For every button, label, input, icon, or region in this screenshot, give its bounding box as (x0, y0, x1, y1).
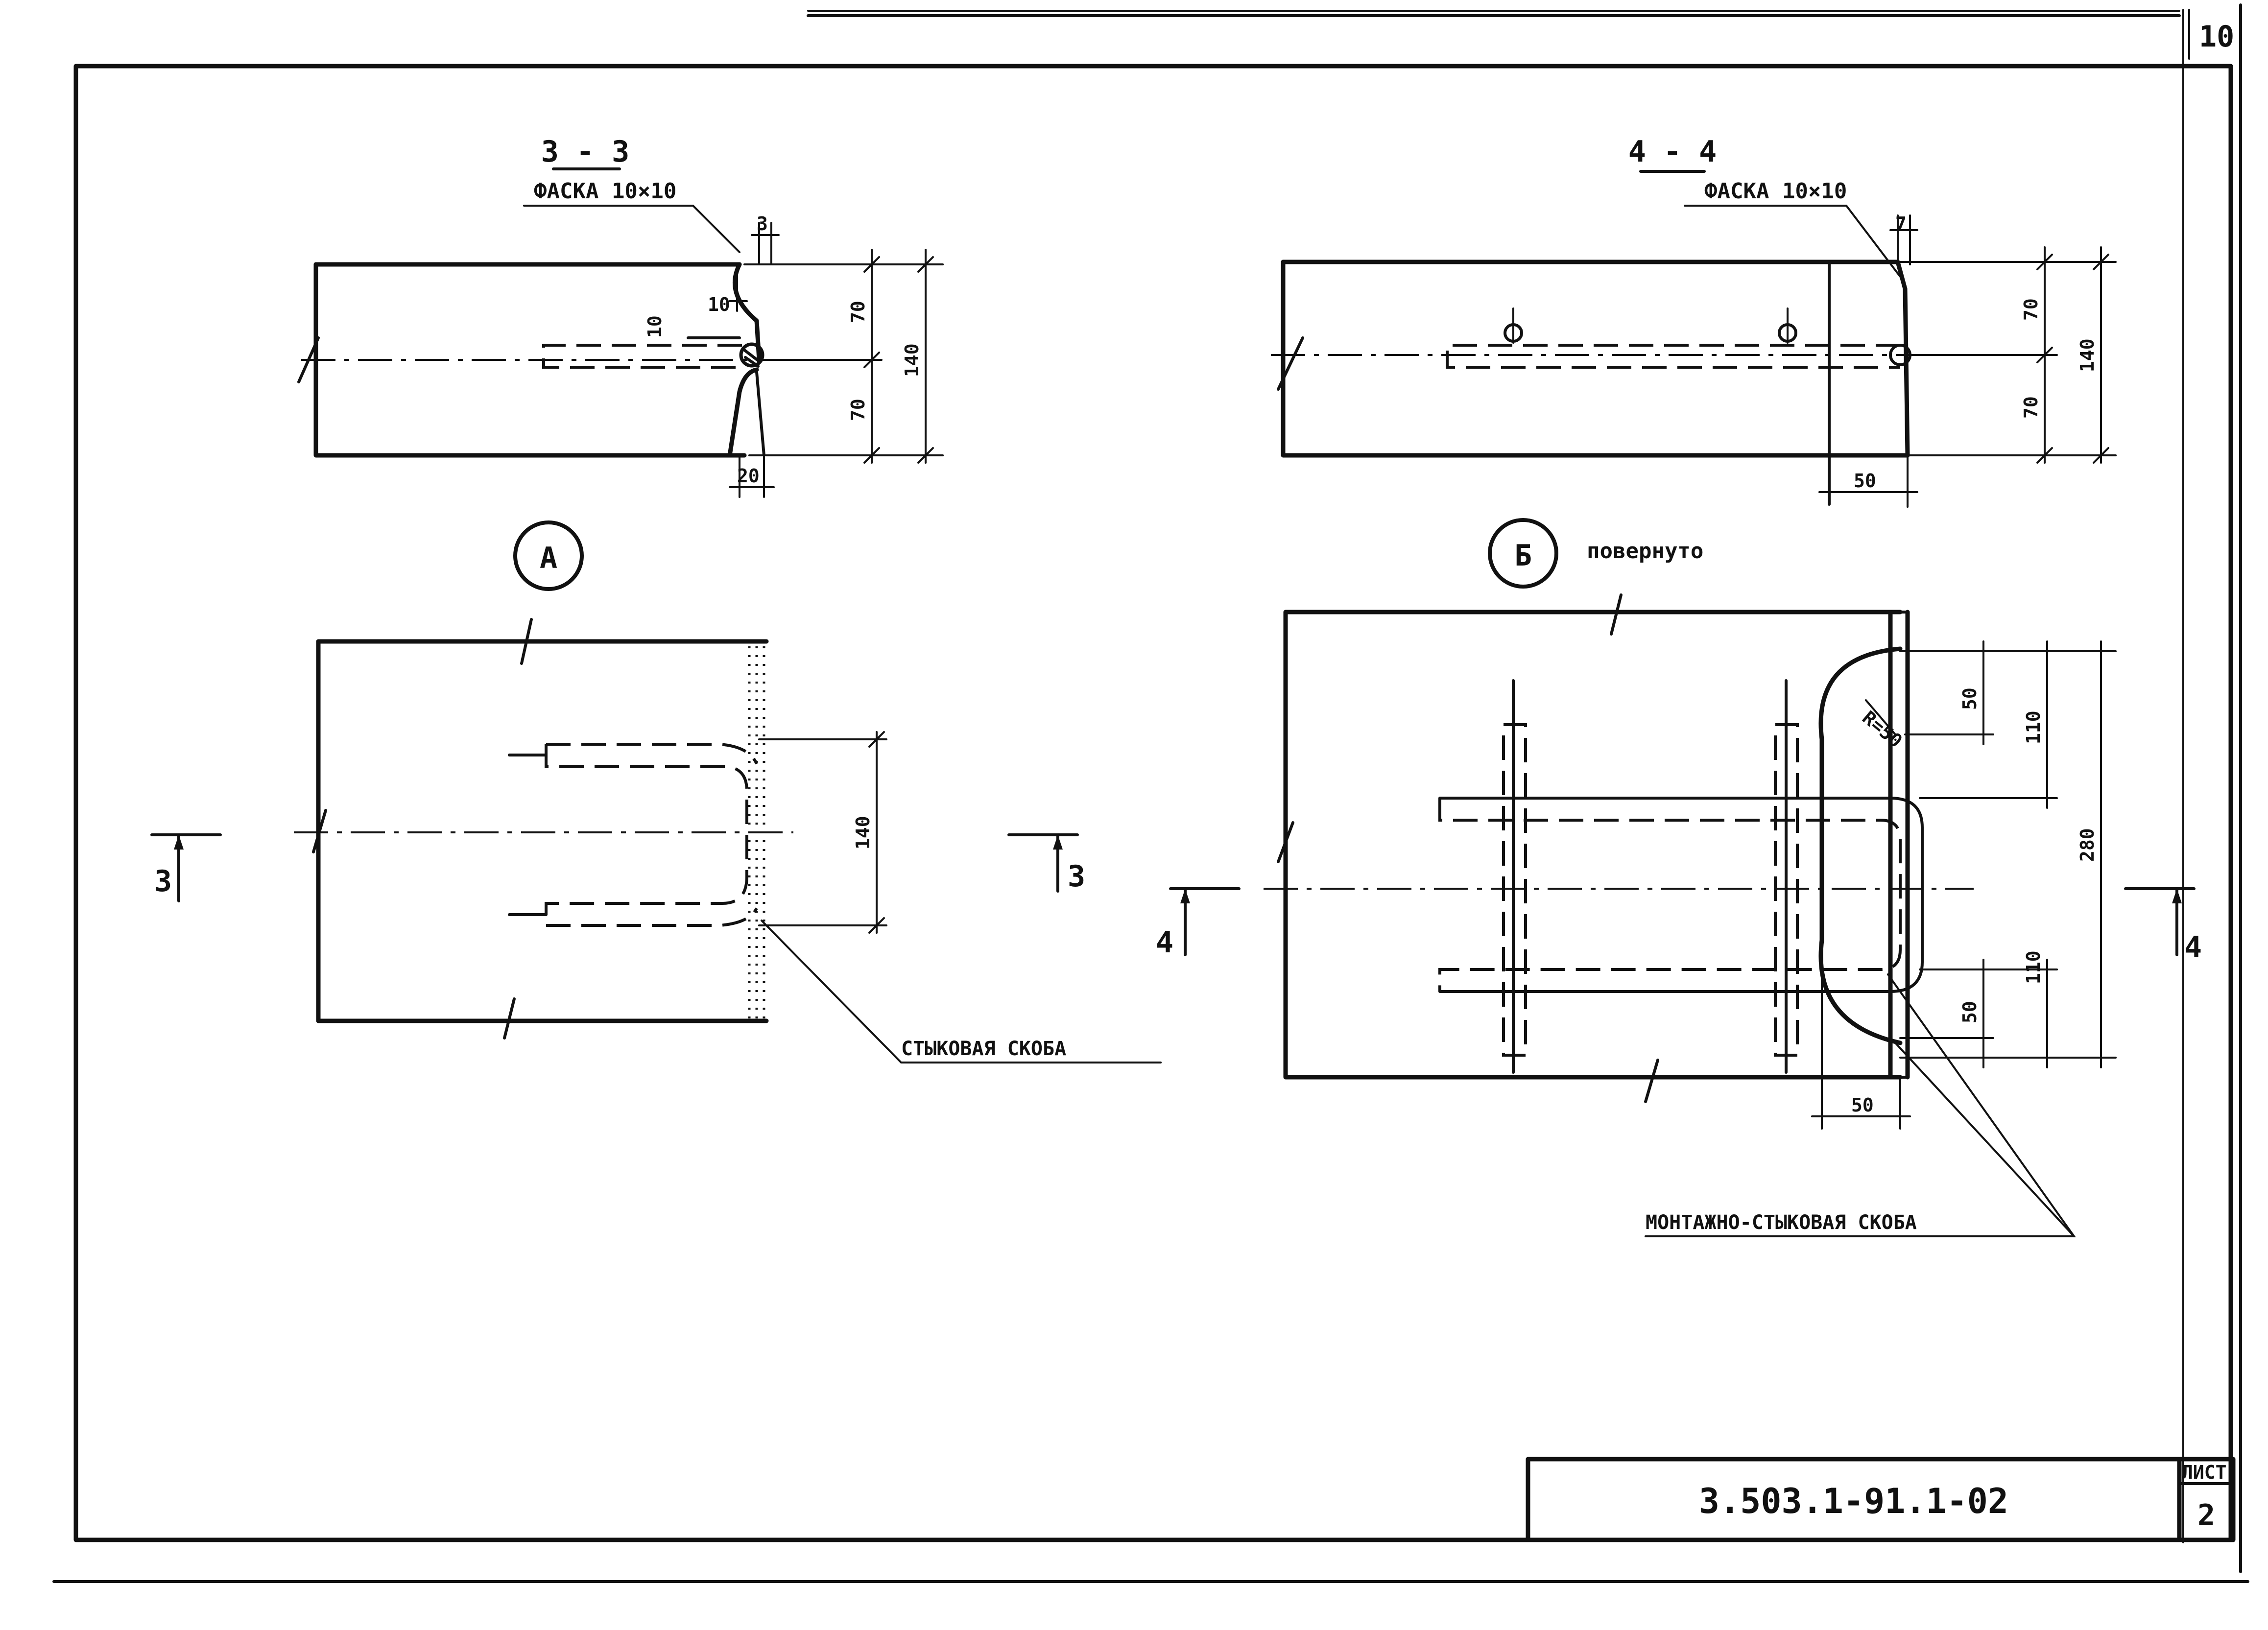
view-b-note: повернуто (1587, 539, 1703, 564)
s33-dim-ten-b: 10 (644, 315, 666, 338)
view-a-dim-height: 140 (852, 816, 874, 850)
sheet-corner-number: 10 (2199, 20, 2234, 54)
view-b-dim-bottom-fifty: 50 (1959, 1001, 1981, 1023)
view-b-marker-circle (1488, 518, 1558, 589)
view-a-cut-left: 3 (154, 864, 172, 898)
title-block: 3.503.1-91.1-02 ЛИСТ 2 (1526, 1457, 2236, 1542)
section-4-4-title: 4 - 4 (1628, 135, 1717, 169)
s33-dim-top: 3 (757, 213, 768, 235)
view-a-callout: СТЫКОВАЯ СКОБА (901, 1038, 1066, 1060)
s33-dim-bottom: 20 (737, 465, 760, 487)
view-a-cut-right: 3 (1068, 859, 1085, 894)
section-4-4-chamfer: ФАСКА 10×10 (1704, 179, 1847, 204)
s33-dim-seventy-bottom: 70 (847, 399, 869, 421)
s33-dim-seventy-top: 70 (847, 301, 869, 323)
view-b-callout: МОНТАЖНО-СТЫКОВАЯ СКОБА (1646, 1211, 1917, 1234)
view-b-marker: Б (1514, 539, 1532, 573)
view-b-dim-bottom-110: 110 (2023, 950, 2044, 984)
view-b: Б повернуто R=50 (1156, 518, 2202, 1237)
section-3-3-title: 3 - 3 (541, 135, 630, 169)
sheet-frame (52, 3, 2249, 1583)
title-block-sheet-label: ЛИСТ (2182, 1462, 2227, 1483)
s44-dim-seventy-bottom: 70 (2020, 396, 2042, 419)
s33-dim-total: 140 (901, 343, 923, 377)
view-b-radius: R=50 (1858, 707, 1906, 752)
view-b-dim-bottom-width: 50 (1851, 1094, 1874, 1116)
title-block-code: 3.503.1-91.1-02 (1699, 1481, 2008, 1521)
view-a: А 140 3 3 СТЫКОВАЯ СКОБА (150, 520, 1162, 1063)
view-a-marker: А (540, 541, 557, 575)
s44-dim-bottom: 50 (1854, 470, 1876, 492)
s44-dim-total: 140 (2077, 338, 2098, 372)
s44-dim-top: 7 (1895, 213, 1907, 235)
view-b-cut-left: 4 (1156, 925, 1173, 960)
view-a-marker-circle (513, 520, 584, 591)
section-3-3: 3 - 3 ФАСКА 10×10 3 10 10 (297, 135, 944, 498)
view-b-dim-total-280: 280 (2077, 828, 2098, 862)
title-block-sheet-number: 2 (2197, 1498, 2215, 1533)
s33-dim-ten-a: 10 (708, 294, 730, 315)
section-3-3-chamfer: ФАСКА 10×10 (534, 179, 676, 204)
section-4-4: 4 - 4 ФАСКА 10×10 7 70 70 140 (1271, 135, 2117, 508)
view-b-cut-right: 4 (2184, 930, 2202, 965)
view-b-dim-top-fifty: 50 (1959, 687, 1981, 710)
s44-dim-seventy-top: 70 (2020, 298, 2042, 321)
view-b-dim-top-110: 110 (2023, 710, 2044, 744)
